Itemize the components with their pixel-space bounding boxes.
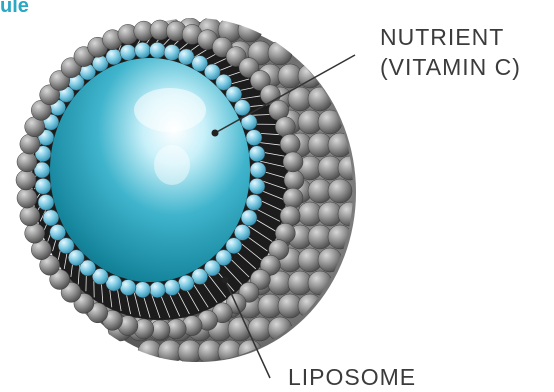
nutrient-label: NUTRIENT (VITAMIN C) <box>380 22 521 82</box>
outer-bead <box>238 18 262 42</box>
liposome-leader-dot <box>222 277 229 284</box>
inner-bead <box>149 282 165 298</box>
rim-bead <box>280 206 300 226</box>
inner-bead <box>164 280 180 296</box>
inner-bead <box>35 178 51 194</box>
outer-bead <box>328 179 352 203</box>
inner-bead <box>178 275 194 291</box>
inner-bead <box>135 282 151 298</box>
inner-bead <box>249 146 265 162</box>
inner-bead <box>50 224 66 240</box>
rim-bead <box>280 134 300 154</box>
nutrient-label-line2: (VITAMIN C) <box>380 52 521 82</box>
core-highlight-small <box>154 145 190 185</box>
inner-bead <box>250 162 266 178</box>
rim-bead <box>275 117 295 137</box>
rim-bead <box>283 188 303 208</box>
inner-bead <box>135 42 151 58</box>
inner-bead <box>249 178 265 194</box>
nutrient-leader-dot <box>212 130 219 137</box>
inner-bead <box>43 210 59 226</box>
rim-bead <box>25 223 45 243</box>
outer-bead <box>268 41 292 65</box>
inner-bead <box>120 45 136 61</box>
inner-bead <box>246 130 262 146</box>
rim-bead <box>17 188 37 208</box>
outer-bead <box>308 87 332 111</box>
inner-bead <box>38 194 54 210</box>
outer-bead <box>338 202 362 226</box>
inner-bead <box>149 42 165 58</box>
rim-bead <box>20 134 40 154</box>
rim-bead <box>16 170 36 190</box>
inner-bead <box>246 194 262 210</box>
nutrient-label-line1: NUTRIENT <box>380 22 521 52</box>
nutrient-core <box>50 58 250 282</box>
outer-bead <box>338 156 362 180</box>
core-highlight <box>134 88 206 132</box>
inner-bead <box>106 49 122 65</box>
rim-bead <box>283 152 303 172</box>
inner-bead <box>234 100 250 116</box>
inner-bead <box>120 280 136 296</box>
inner-bead <box>164 45 180 61</box>
rim-bead <box>284 170 304 190</box>
inner-bead <box>241 210 257 226</box>
rim-bead <box>20 206 40 226</box>
rim-bead <box>17 152 37 172</box>
liposome-label: LIPOSOME <box>288 362 416 392</box>
